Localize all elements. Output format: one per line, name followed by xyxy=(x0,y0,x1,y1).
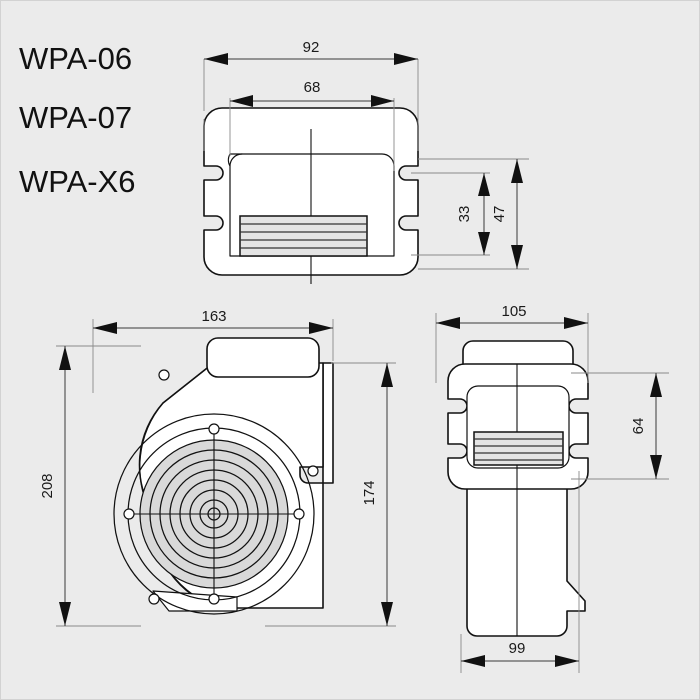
arrowhead xyxy=(309,322,333,334)
dimension-value-105: 105 xyxy=(501,303,526,320)
dimension-99: 99 xyxy=(460,471,580,673)
arrowhead xyxy=(511,159,523,183)
top-view-inner-corner xyxy=(229,153,243,167)
arrowhead xyxy=(478,173,490,196)
top-view-grille-body xyxy=(239,215,368,257)
model-label-wpa-06: WPA-06 xyxy=(19,41,132,76)
side-view-group: 105 64 99 xyxy=(435,303,669,673)
arrowhead xyxy=(204,53,228,65)
dimension-64: 64 xyxy=(571,372,669,480)
arrowhead xyxy=(650,455,662,479)
arrowhead xyxy=(461,655,485,667)
fan-ring-outer xyxy=(113,413,315,615)
guard-hole-left xyxy=(123,508,135,520)
dimension-value-174: 174 xyxy=(361,480,378,505)
arrowhead xyxy=(650,373,662,397)
dimension-value-208: 208 xyxy=(39,473,56,498)
arrowhead xyxy=(511,245,523,269)
dimension-value-47: 47 xyxy=(491,206,508,223)
model-label-wpa-x6: WPA-X6 xyxy=(19,164,136,199)
housing-hole-right xyxy=(307,465,319,477)
guard-hole-top xyxy=(208,423,220,435)
arrowhead xyxy=(381,602,393,626)
guard-hole-bottom xyxy=(208,593,220,605)
dimension-value-92: 92 xyxy=(303,39,320,56)
arrowhead xyxy=(93,322,117,334)
front-view-group: 163 208 174 xyxy=(39,308,396,627)
top-view-group: 92 68 33 47 xyxy=(203,39,529,284)
side-view-grille xyxy=(473,431,564,466)
top-view-grille xyxy=(239,215,368,257)
guard-hole-right xyxy=(293,508,305,520)
housing-hole-top-left xyxy=(158,369,170,381)
arrowhead xyxy=(381,363,393,387)
arrowhead xyxy=(230,95,253,107)
arrowhead xyxy=(59,346,71,370)
model-label-list: WPA-06 WPA-07 WPA-X6 xyxy=(19,41,136,199)
dimension-value-68: 68 xyxy=(304,79,321,96)
dimension-47: 47 xyxy=(418,158,529,270)
dimension-163: 163 xyxy=(92,308,334,393)
dimension-92: 92 xyxy=(203,39,419,151)
dimension-68: 68 xyxy=(229,79,395,171)
arrowhead xyxy=(564,317,588,329)
dimension-33: 33 xyxy=(411,172,490,256)
dimension-174: 174 xyxy=(265,362,396,627)
dimension-208: 208 xyxy=(39,345,141,627)
front-view-outlet-flange xyxy=(322,362,334,484)
dimension-value-33: 33 xyxy=(456,206,473,223)
side-view-lower-body xyxy=(466,470,586,637)
model-label-wpa-07: WPA-07 xyxy=(19,100,132,135)
arrowhead xyxy=(555,655,579,667)
dimension-105: 105 xyxy=(435,303,589,383)
arrowhead xyxy=(394,53,418,65)
arrowhead xyxy=(371,95,394,107)
dimension-value-99: 99 xyxy=(509,640,526,657)
arrowhead xyxy=(436,317,460,329)
front-view-terminal-box xyxy=(206,337,320,378)
dimension-value-163: 163 xyxy=(201,308,226,325)
arrowhead xyxy=(478,232,490,255)
arrowhead xyxy=(59,602,71,626)
dimension-value-64: 64 xyxy=(630,418,647,435)
front-view-fan-rings xyxy=(113,413,315,615)
housing-hole-bottom-left xyxy=(148,593,160,605)
